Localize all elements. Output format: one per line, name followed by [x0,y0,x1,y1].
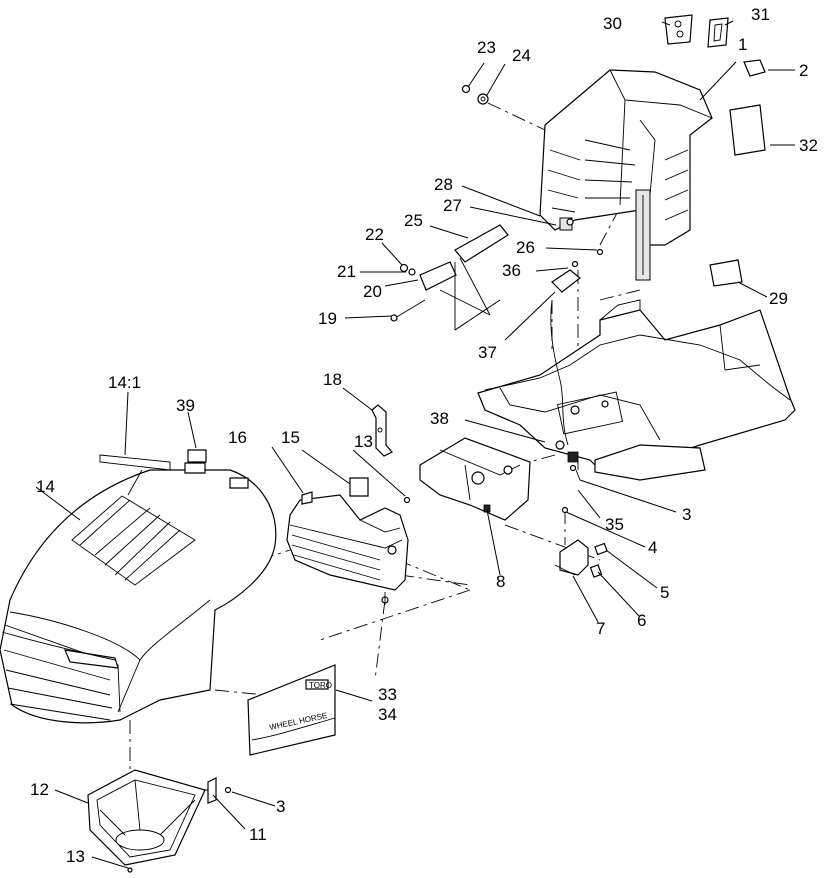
label-part-14: 14 [36,477,55,496]
label-part-21: 21 [337,262,356,281]
label-part-27: 27 [443,196,462,215]
part-labels: 1 2 3 3 4 5 6 7 8 11 12 13 13 14 14:1 15… [30,5,818,866]
label-part-36: 36 [502,261,521,280]
hardware-23-24 [461,84,489,105]
leader-lines [35,20,795,869]
label-part-37: 37 [478,343,497,362]
label-part-13-top: 13 [354,432,373,451]
label-part-3-right: 3 [682,505,691,524]
label-part-18: 18 [323,370,342,389]
label-part-16: 16 [228,428,247,447]
label-part-29: 29 [769,289,788,308]
label-part-38: 38 [430,409,449,428]
label-part-5: 5 [660,583,669,602]
dash-bracket [419,437,531,521]
bracket-7 [554,506,608,578]
label-part-33: 33 [378,685,397,704]
label-part-19: 19 [318,309,337,328]
label-part-1: 1 [738,35,747,54]
label-part-15: 15 [281,428,300,447]
label-part-12: 12 [30,780,49,799]
label-part-20: 20 [363,282,382,301]
fender-assembly [539,59,766,281]
label-part-31: 31 [751,5,770,24]
frame-footrest [477,299,796,481]
label-part-32: 32 [799,136,818,155]
label-part-24: 24 [512,46,531,65]
label-part-23: 23 [477,38,496,57]
label-part-2: 2 [799,61,808,80]
label-part-39: 39 [176,396,195,415]
label-part-34: 34 [378,705,397,724]
label-part-8: 8 [496,572,505,591]
hood-insert [87,769,232,873]
hood-decal: TORO WHEEL HORSE [247,664,336,756]
decal-brand: TORO [309,681,332,690]
decals-top [664,14,766,287]
label-part-7: 7 [596,619,605,638]
hood [0,449,277,724]
label-part-25: 25 [404,211,423,230]
label-part-13-bottom: 13 [66,847,85,866]
label-part-30: 30 [603,14,622,33]
label-part-4: 4 [648,538,657,557]
lever-assembly [390,218,604,331]
label-part-26: 26 [516,238,535,257]
bracket-18 [371,404,393,457]
label-part-6: 6 [637,611,646,630]
label-part-35: 35 [605,515,624,534]
label-part-3-bottom: 3 [276,797,285,816]
cable-assembly [550,299,581,481]
label-part-14-1: 14:1 [108,373,141,392]
label-part-28: 28 [434,175,453,194]
label-part-22: 22 [365,225,384,244]
label-part-11: 11 [249,825,267,844]
front-dash [286,477,411,605]
